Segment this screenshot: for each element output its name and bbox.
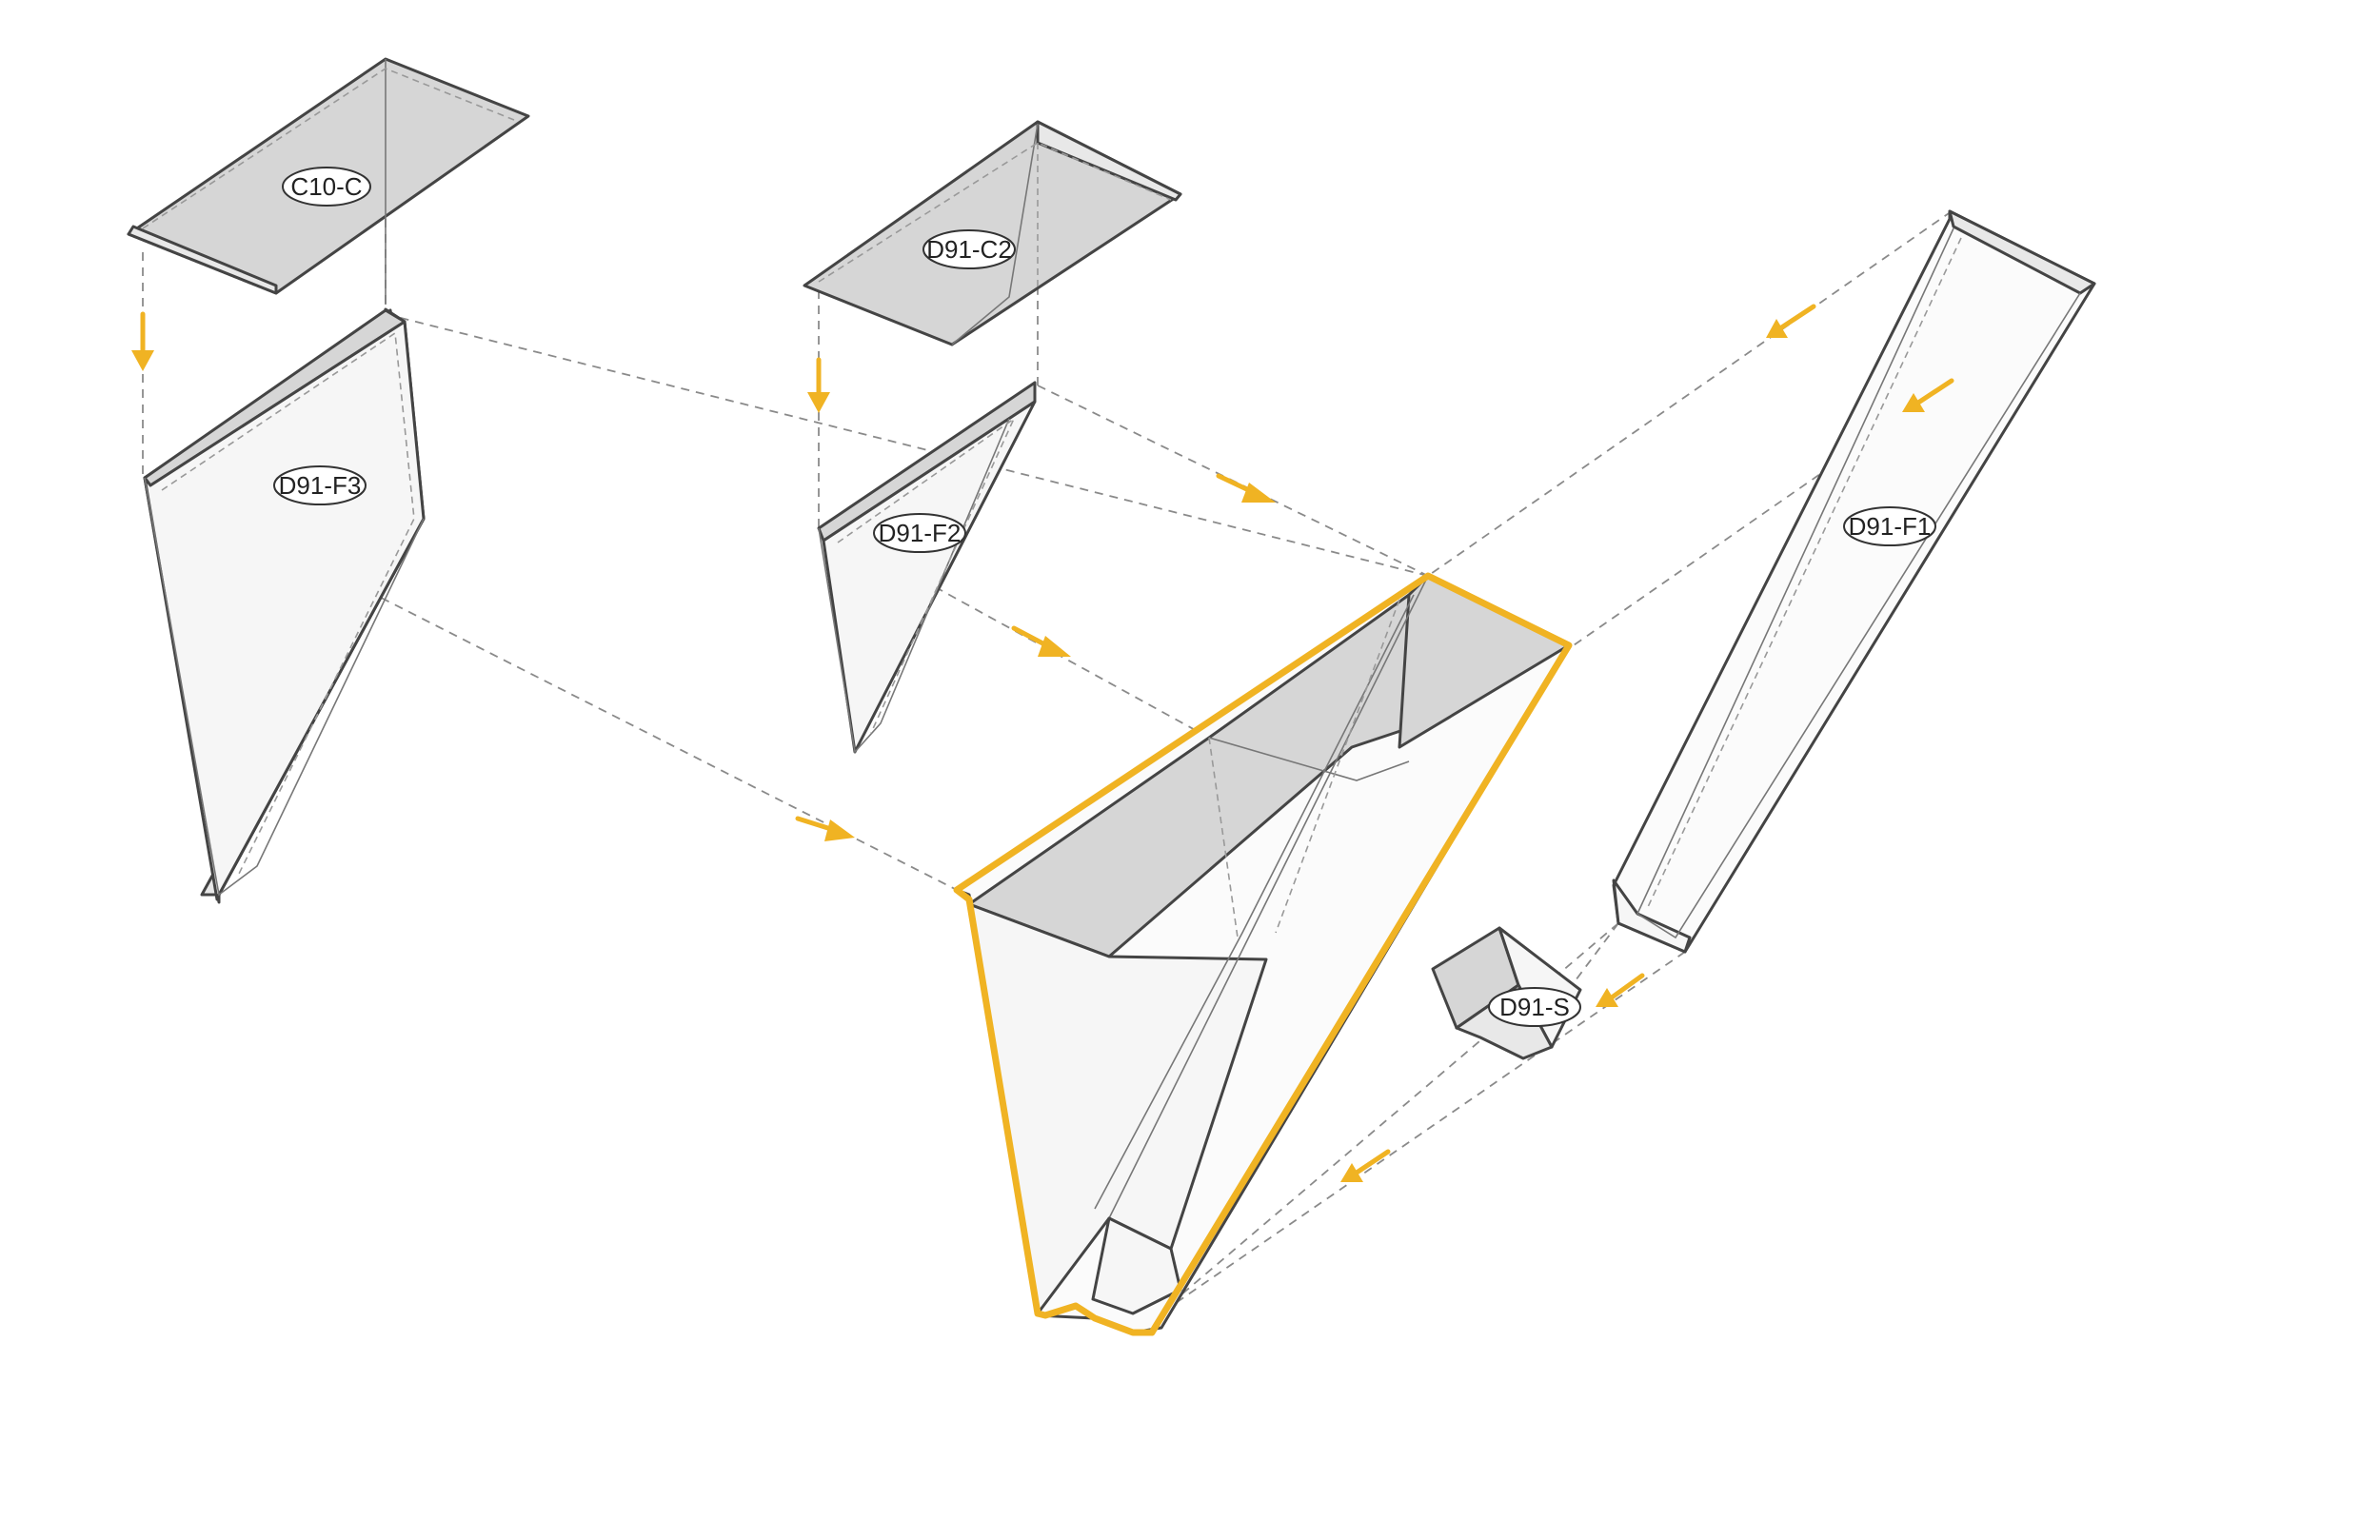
part-d91-f2 xyxy=(817,381,1037,754)
arrow-f2-lower xyxy=(1011,625,1071,657)
arrow-bottom-to-unit xyxy=(1340,1149,1391,1182)
tag-d91-s: D91-S xyxy=(1488,987,1581,1027)
assembly-arrows xyxy=(131,304,1954,1182)
tag-d91-f2-text: D91-F2 xyxy=(879,519,962,547)
tag-c10-c-text: C10-C xyxy=(290,172,362,201)
tag-d91-f3: D91-F3 xyxy=(273,465,367,505)
arrow-s-to-unit xyxy=(1596,973,1645,1007)
tag-d91-f3-text: D91-F3 xyxy=(279,471,362,500)
tag-d91-s-text: D91-S xyxy=(1499,993,1570,1021)
arrow-f1-upper xyxy=(1766,304,1816,338)
part-d91-f3 xyxy=(143,307,426,904)
arrow-down-c10-c xyxy=(131,311,154,371)
tag-d91-f2: D91-F2 xyxy=(873,513,966,553)
arrow-f3-to-unit xyxy=(795,816,855,841)
tag-c10-c: C10-C xyxy=(282,167,371,207)
part-d91-f1 xyxy=(1612,209,2096,954)
arrow-down-d91-c2 xyxy=(807,357,830,413)
assembled-unit xyxy=(953,572,1573,1336)
tag-d91-f1: D91-F1 xyxy=(1843,506,1936,546)
tag-d91-c2-text: D91-C2 xyxy=(926,235,1012,264)
arrow-f2-to-unit xyxy=(1216,473,1276,503)
tag-d91-f1-text: D91-F1 xyxy=(1849,512,1932,541)
arrow-f1-lower xyxy=(1902,378,1954,412)
tag-d91-c2: D91-C2 xyxy=(922,229,1016,269)
